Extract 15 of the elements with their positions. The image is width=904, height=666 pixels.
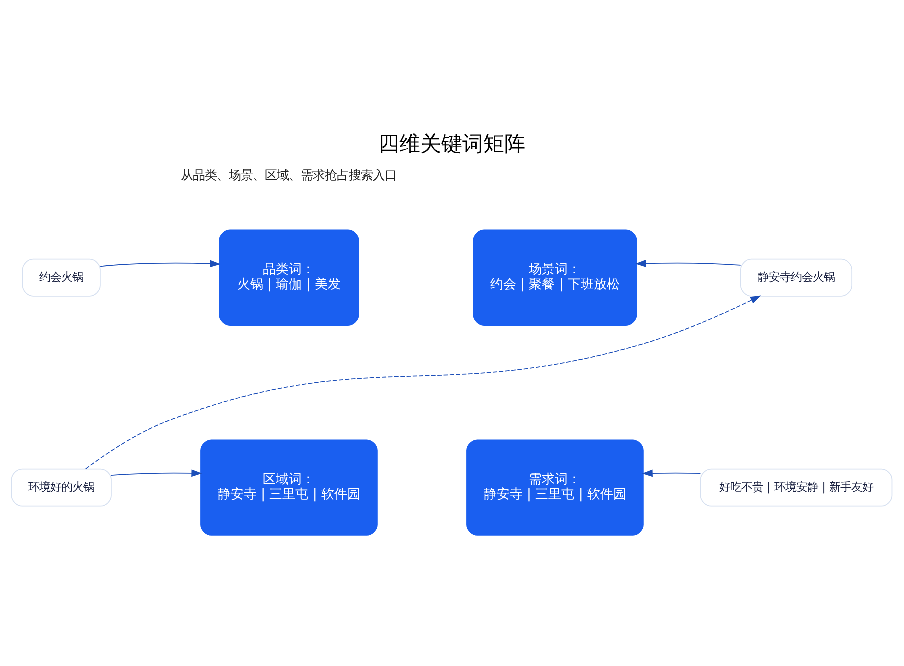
node-box: 需求词： 静安寺 | 三里屯 | 软件园 — [466, 440, 644, 536]
node-box: 静安寺约会火锅 — [740, 258, 853, 297]
node-box: 品类词： 火锅 | 瑜伽 | 美发 — [219, 230, 360, 326]
diagram-title: 四维关键词矩阵 — [378, 130, 526, 156]
arrow — [636, 260, 742, 268]
arrow — [100, 260, 221, 268]
node-box: 好吃不贵 | 环境安静 | 新手友好 — [700, 468, 893, 507]
arrow — [111, 470, 202, 478]
arrow — [86, 296, 762, 470]
node-box: 场景词： 约会 | 聚餐 | 下班放松 — [473, 230, 638, 326]
node-box: 区域词： 静安寺 | 三里屯 | 软件园 — [200, 440, 378, 536]
node-box: 约会火锅 — [22, 258, 101, 297]
node-box: 环境好的火锅 — [11, 468, 112, 507]
label: 从品类、场景、区域、需求抢占搜索入口 — [181, 168, 398, 183]
arrow — [642, 470, 702, 478]
